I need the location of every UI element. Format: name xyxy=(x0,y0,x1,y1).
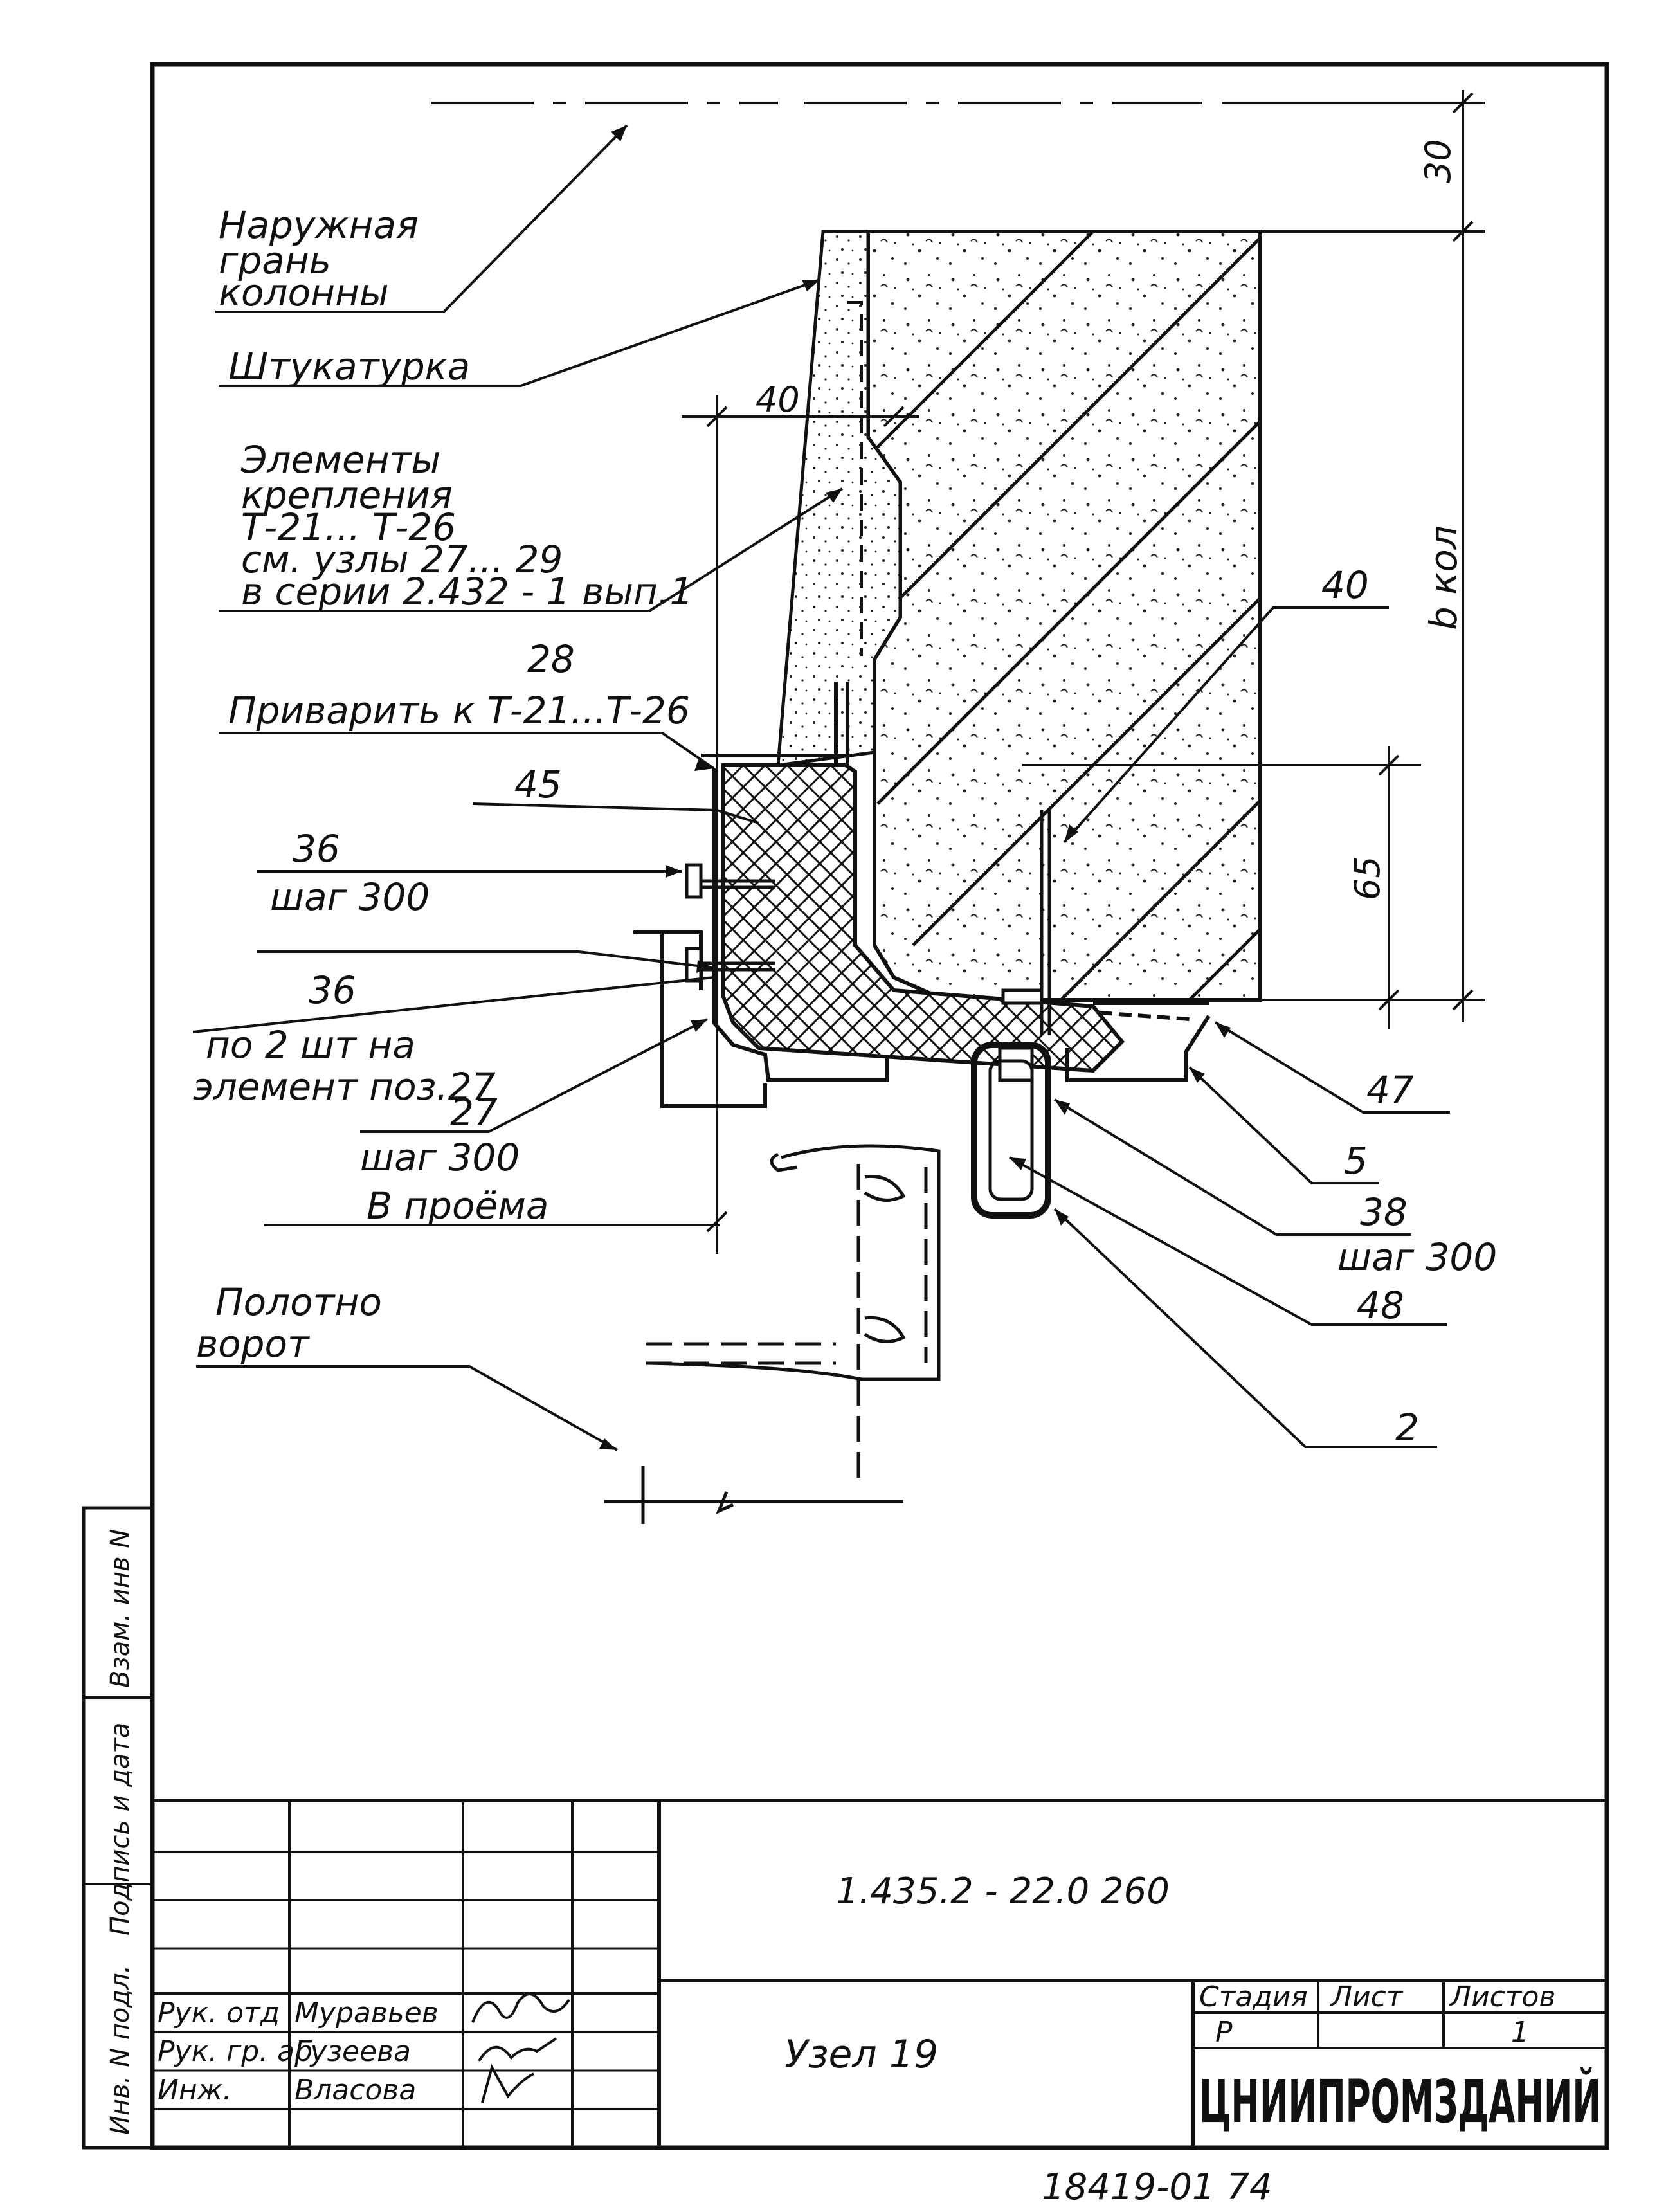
inventory-number: 18419-01 74 xyxy=(1042,2166,1272,2208)
signature-1 xyxy=(471,1993,570,2023)
organization-stamp: ЦНИИПРОМЗДАНИЙ xyxy=(1199,2067,1601,2136)
gate-leaf xyxy=(604,1144,941,1524)
sheets-value: 1 xyxy=(1511,2016,1529,2049)
title-block xyxy=(152,1799,1607,2148)
label-item-36-step: шаг 300 xyxy=(270,875,430,919)
title-block-texts: 1.435.2 - 22.0 260 Узел 19 Рук. отд Рук.… xyxy=(158,1871,1601,2208)
stage-value: Р xyxy=(1215,2016,1233,2049)
label-item-2: 2 xyxy=(1395,1406,1419,1449)
label-gate-leaf-1: Полотно xyxy=(215,1280,382,1324)
label-in-opening: В проёма xyxy=(367,1184,548,1228)
leader-lines xyxy=(192,124,1450,1451)
side-strip: Инв. N подл. Подпись и дата Взам. инв N xyxy=(105,1529,135,2135)
role-1: Рук. отд xyxy=(158,1997,280,2029)
label-fasteners-3: Т-21... Т-26 xyxy=(241,505,456,549)
stage-header: Стадия xyxy=(1199,1981,1308,2013)
dimension-lines xyxy=(682,90,1485,1254)
role-3: Инж. xyxy=(158,2074,231,2107)
sheet-header: Лист xyxy=(1330,1981,1404,2013)
column-section xyxy=(866,230,1262,1002)
sheet-frame xyxy=(82,62,1609,2150)
label-item-36-note-1: по 2 шт на xyxy=(206,1023,415,1067)
label-plaster: Штукатурка xyxy=(228,345,470,388)
label-fasteners-2: крепления xyxy=(241,473,453,517)
label-item-5: 5 xyxy=(1344,1139,1368,1183)
dim-gap-40: 40 xyxy=(756,379,800,420)
signature-3 xyxy=(481,2063,534,2103)
plaster-layer xyxy=(776,230,902,767)
side-replace-inv: Взам. инв N xyxy=(105,1529,135,1688)
signature-2 xyxy=(478,2037,557,2062)
dim-top-offset: 30 xyxy=(1418,139,1458,183)
dimension-texts: 30 b кол 40 65 xyxy=(756,139,1465,900)
label-item-27-step: шаг 300 xyxy=(360,1136,520,1179)
side-inv-original: Инв. N подл. xyxy=(105,1965,135,2135)
label-item-36-top: 36 xyxy=(293,827,340,871)
label-weld-note: Приварить к Т-21...Т-26 xyxy=(228,689,690,732)
label-item-38: 38 xyxy=(1360,1190,1408,1234)
label-item-27: 27 xyxy=(450,1091,498,1134)
rubber-seal xyxy=(971,1042,1051,1219)
node-title: Узел 19 xyxy=(784,2032,938,2077)
role-2: Рук. гр. ар xyxy=(158,2035,312,2068)
bolts xyxy=(685,810,1051,1082)
label-fasteners-5: в серии 2.432 - 1 вып.1 xyxy=(241,570,693,613)
label-fasteners-1: Элементы xyxy=(240,438,440,482)
label-fasteners-4: см. узлы 27... 29 xyxy=(241,538,563,581)
name-2: Гузеева xyxy=(294,2035,411,2068)
label-weld-number: 28 xyxy=(527,637,575,681)
dim-column-width: b кол xyxy=(1422,525,1465,630)
label-item-36-note-2: элемент поз.27 xyxy=(193,1065,496,1109)
name-1: Муравьев xyxy=(294,1997,439,2029)
label-item-47: 47 xyxy=(1366,1068,1414,1112)
side-sign-date: Подпись и дата xyxy=(105,1723,135,1936)
label-outer-face-3: колонны xyxy=(219,271,389,314)
name-3: Власова xyxy=(294,2074,416,2107)
sheets-header: Листов xyxy=(1449,1981,1555,2013)
drawing-labels: Наружная грань колонны Штукатурка Элемен… xyxy=(193,203,1497,1449)
dim-height-65: 65 xyxy=(1347,856,1388,900)
label-item-48: 48 xyxy=(1357,1283,1404,1327)
label-item-45: 45 xyxy=(514,763,562,806)
label-gate-leaf-2: ворот xyxy=(196,1322,311,1366)
label-item-38-step: шаг 300 xyxy=(1337,1235,1497,1279)
arrowheads xyxy=(599,125,1231,1450)
drawing-code: 1.435.2 - 22.0 260 xyxy=(836,1871,1170,1912)
label-item-40: 40 xyxy=(1321,563,1369,607)
seal-profile xyxy=(721,763,1125,1073)
label-outer-face-2: грань xyxy=(219,239,331,282)
label-outer-face-1: Наружная xyxy=(219,203,419,247)
label-item-36-bottom: 36 xyxy=(309,968,356,1012)
